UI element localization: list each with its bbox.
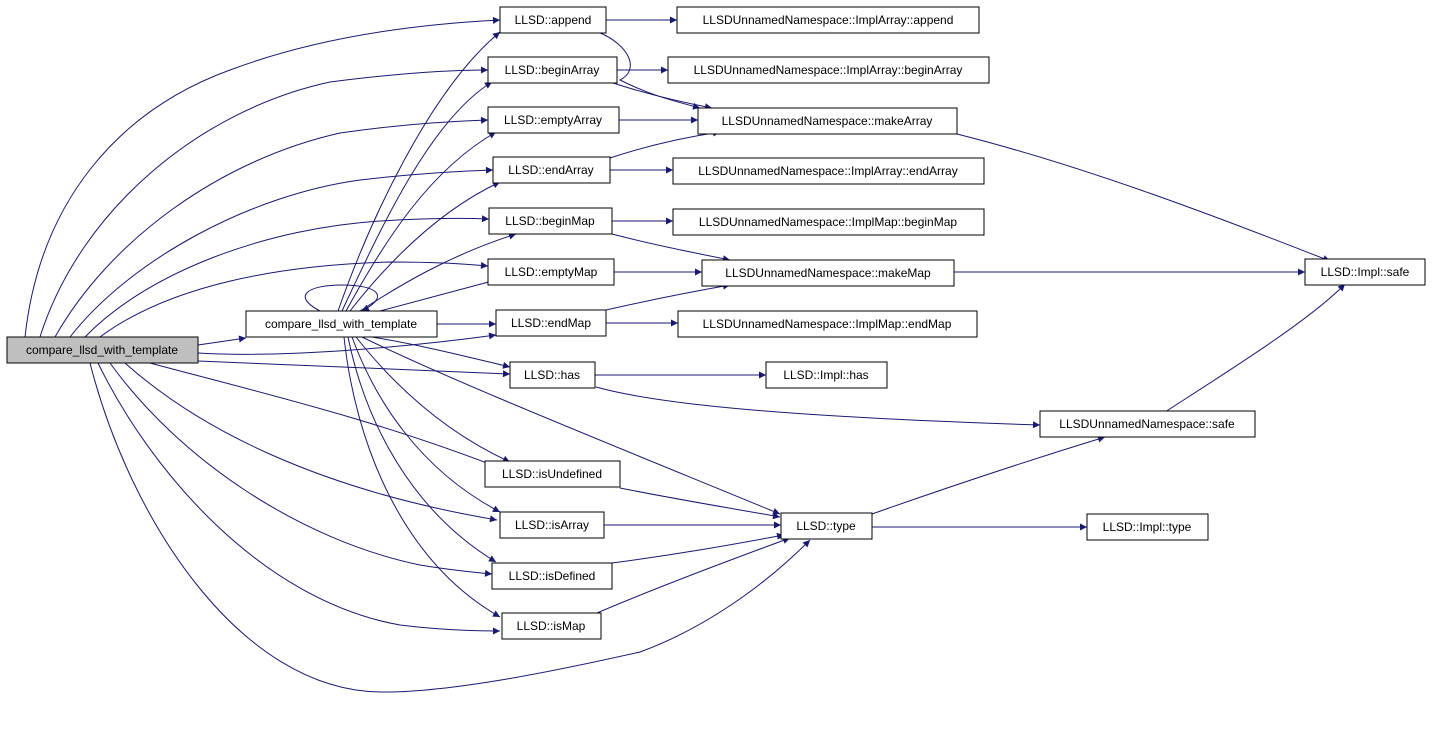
edge-root-emptyMap [99,261,489,338]
node-label: LLSD::Impl::type [1103,520,1192,534]
node-implarray-endarray[interactable]: LLSDUnnamedNamespace::ImplArray::endArra… [672,157,985,185]
edge-has-nsSafe [595,386,1041,429]
node-label: LLSDUnnamedNamespace::safe [1059,417,1235,431]
edge-cmp-endArray [349,181,501,312]
node-llsd-isundefined[interactable]: LLSD::isUndefined [484,460,621,488]
node-label: compare_llsd_with_template [26,343,178,357]
node-label: LLSD::beginArray [505,63,600,77]
node-label: LLSD::isDefined [509,569,596,583]
edge-cmp-isArray [351,336,501,513]
node-compare-llsd-with-template-root[interactable]: compare_llsd_with_template [6,336,199,364]
edge-cmp-isMap [343,336,501,618]
edge-root-isUndefined [149,362,511,473]
node-llsd-endarray[interactable]: LLSD::endArray [492,156,611,184]
node-label: LLSDUnnamedNamespace::makeArray [722,114,933,128]
edge-cmp-isUndefined [355,336,511,463]
node-label: LLSDUnnamedNamespace::ImplMap::beginMap [699,215,957,229]
node-label: LLSD::beginMap [505,214,595,228]
node-label: LLSD::type [796,519,856,533]
edge-cmp-isDefined [347,336,497,563]
edge-root-endArray [69,166,494,338]
node-llsd-isarray[interactable]: LLSD::isArray [499,511,605,539]
edge-beginMap-makeMap [611,233,731,263]
edge-root-endMap [197,332,497,355]
edge-isUndefined-type [619,487,781,520]
edge-root-append [24,16,501,338]
node-label: LLSD::Impl::has [783,368,868,382]
node-label: LLSDUnnamedNamespace::ImplArray::endArra… [698,164,957,178]
edge-root-beginMap [84,215,490,338]
node-label: LLSD::endArray [508,163,593,177]
node-label: LLSDUnnamedNamespace::makeMap [725,266,931,280]
edge-root-isArray [124,362,498,523]
edge-type-nsSafe [871,435,1106,515]
edge-root-beginArray [39,66,489,338]
edge-append-makeArray [597,31,701,110]
node-llsd-type[interactable]: LLSD::type [780,512,873,540]
node-label: LLSD::isUndefined [502,467,602,481]
node-llsd-ismap[interactable]: LLSD::isMap [501,612,602,640]
node-label: LLSDUnnamedNamespace::ImplArray::append [703,13,954,27]
edges [24,16,1346,693]
node-label: LLSD::isArray [515,518,589,532]
edge-cmp-has [371,336,511,369]
edge-cmp-self [304,284,378,312]
edge-root-emptyArray [54,116,489,338]
edge-cmp-emptyMap [379,278,497,312]
edge-root-type [89,362,811,693]
edge-root-has [197,360,511,378]
node-impl-safe[interactable]: LLSD::Impl::safe [1304,258,1426,286]
edge-root-isMap [97,362,501,635]
node-llsd-append[interactable]: LLSD::append [499,6,607,34]
edge-nsSafe-implSafe [1164,283,1346,413]
node-llsd-has[interactable]: LLSD::has [509,361,596,389]
edge-cmp-emptyArray [345,131,497,312]
node-llsd-emptyarray[interactable]: LLSD::emptyArray [487,106,620,134]
node-llsd-endmap[interactable]: LLSD::endMap [495,309,607,337]
edge-root-cmp [197,335,247,346]
edge-makeArray-implSafe [956,133,1331,262]
node-label: LLSDUnnamedNamespace::ImplMap::endMap [703,317,952,331]
node-implarray-append[interactable]: LLSDUnnamedNamespace::ImplArray::append [676,6,980,34]
node-label: LLSD::endMap [511,316,591,330]
node-label: compare_llsd_with_template [265,317,417,331]
node-label: LLSD::emptyMap [505,265,598,279]
edge-endMap-makeMap [605,282,731,311]
node-llsd-beginarray[interactable]: LLSD::beginArray [487,56,618,84]
node-impl-type[interactable]: LLSD::Impl::type [1086,513,1209,541]
node-label: LLSD::Impl::safe [1321,265,1410,279]
node-implmap-beginmap[interactable]: LLSDUnnamedNamespace::ImplMap::beginMap [672,208,985,236]
node-label: LLSD::emptyArray [504,113,602,127]
node-llsd-emptymap[interactable]: LLSD::emptyMap [487,258,615,286]
node-llsd-beginmap[interactable]: LLSD::beginMap [488,207,613,235]
edge-cmp-beginMap [359,232,517,312]
node-impl-has[interactable]: LLSD::Impl::has [765,361,888,389]
node-implarray-beginarray[interactable]: LLSDUnnamedNamespace::ImplArray::beginAr… [667,56,990,84]
node-implmap-endmap[interactable]: LLSDUnnamedNamespace::ImplMap::endMap [677,310,978,338]
node-compare-llsd-with-template[interactable]: compare_llsd_with_template [245,310,438,338]
edge-isMap-type [589,537,791,617]
node-llsd-isdefined[interactable]: LLSD::isDefined [491,562,613,590]
node-makemap[interactable]: LLSDUnnamedNamespace::makeMap [701,259,955,287]
node-label: LLSD::append [515,13,592,27]
edge-isDefined-type [611,532,785,564]
edge-endArray-makeArray [609,129,721,159]
node-label: LLSDUnnamedNamespace::ImplArray::beginAr… [694,63,963,77]
edge-root-isDefined [109,362,493,577]
node-label: LLSD::has [524,368,580,382]
node-makearray[interactable]: LLSDUnnamedNamespace::makeArray [697,107,958,135]
edge-cmp-type [361,336,781,515]
edge-beginArray-makeArray [609,81,713,111]
node-label: LLSD::isMap [517,619,586,633]
edge-cmp-append [337,31,501,312]
edge-cmp-beginArray [341,81,493,312]
node-namespace-safe[interactable]: LLSDUnnamedNamespace::safe [1039,410,1256,438]
